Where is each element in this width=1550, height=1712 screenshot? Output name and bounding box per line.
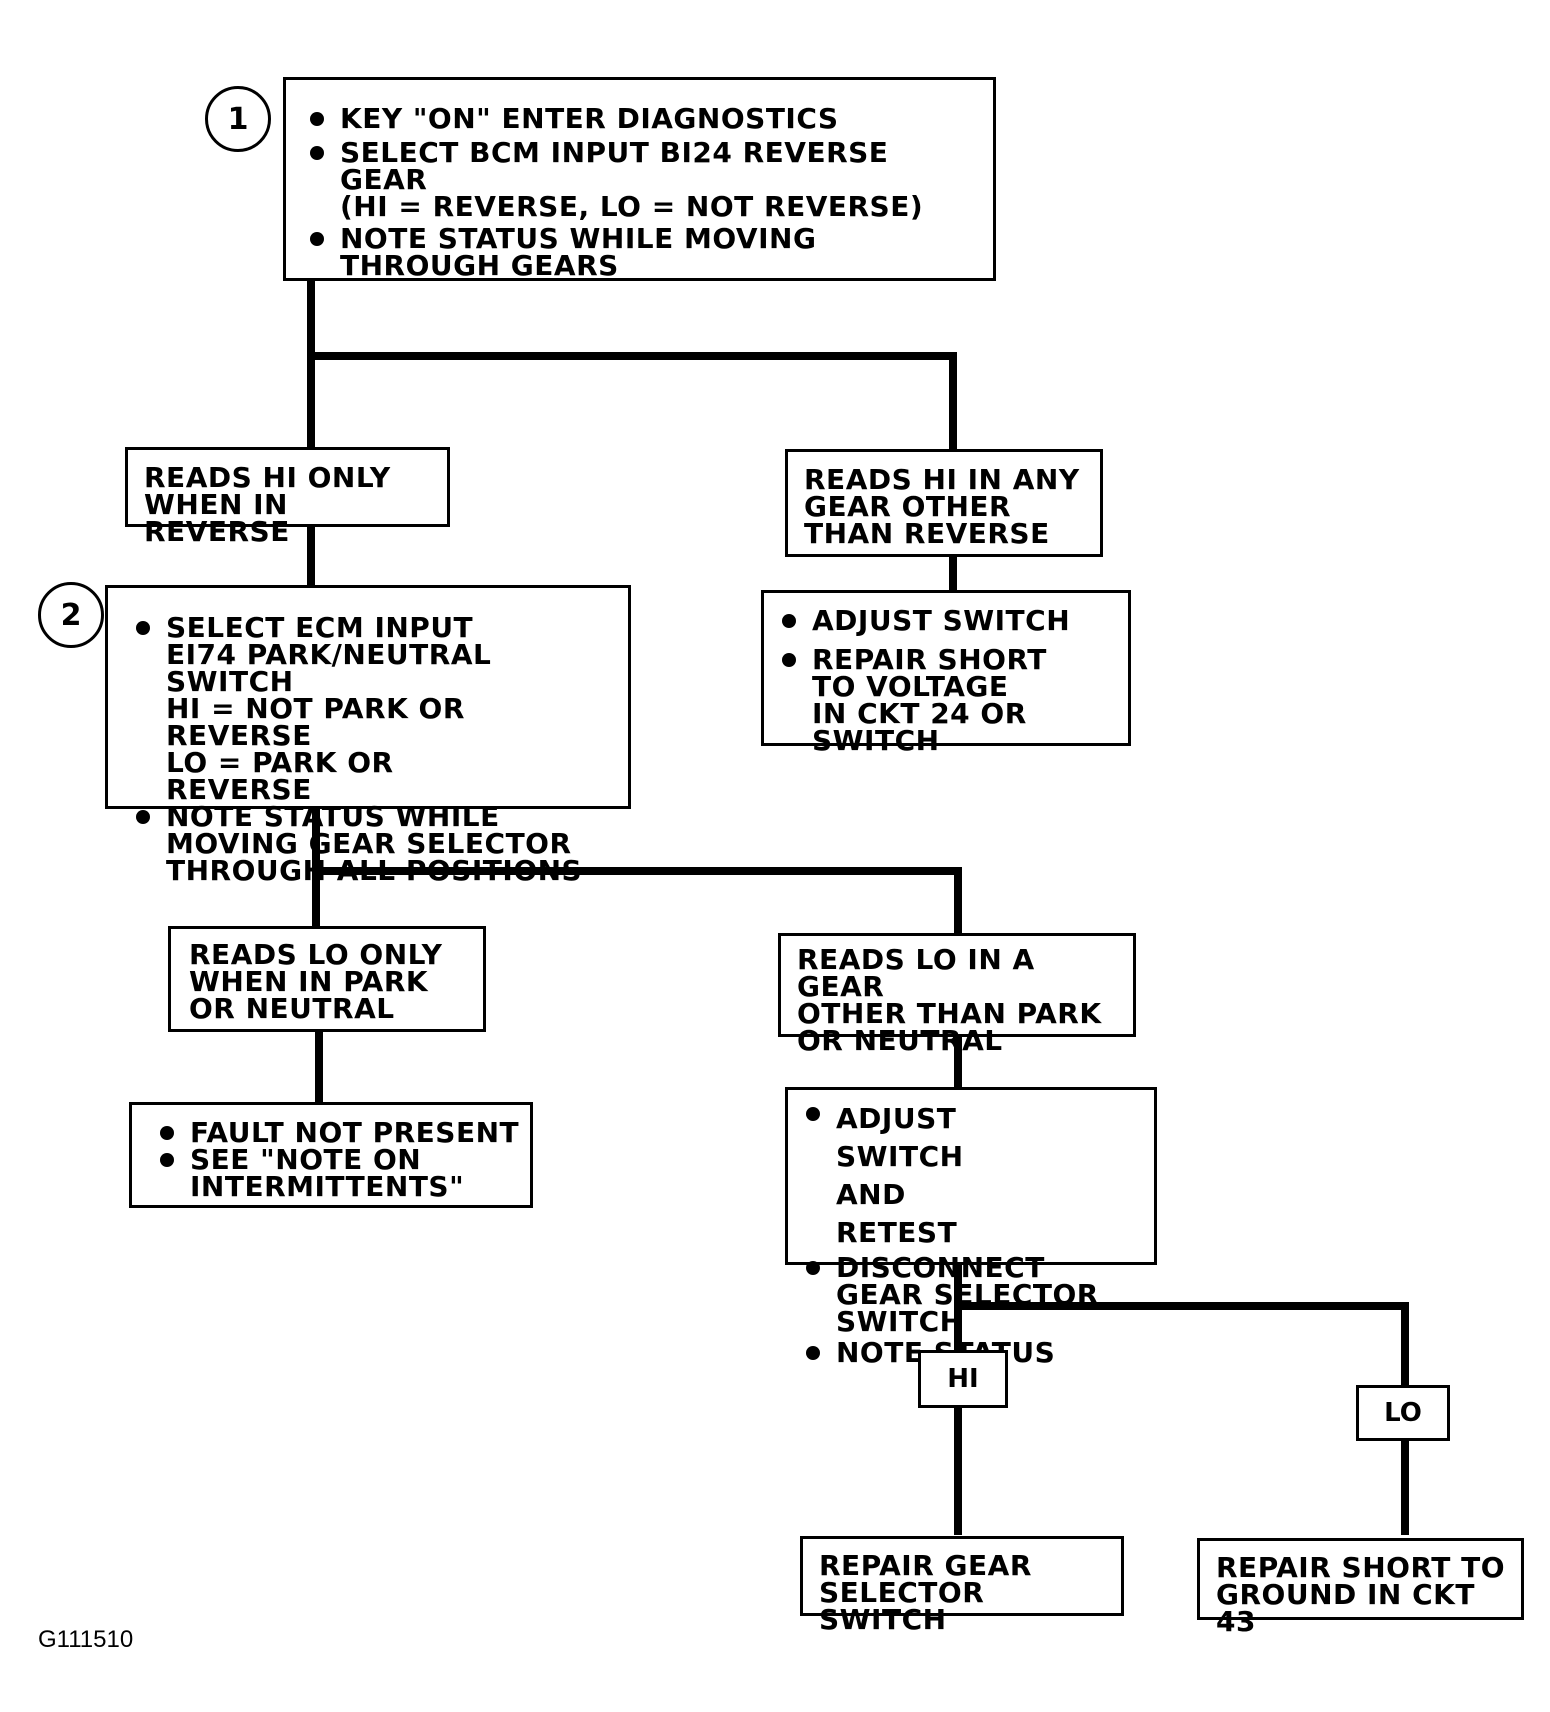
result-lo-box: REPAIR SHORT TO GROUND IN CKT 43 (1197, 1538, 1524, 1636)
connector-2-horizontal (312, 867, 962, 875)
branch-1-left-line: READS HI ONLY (144, 461, 391, 494)
action-1-right-list: ADJUST SWITCH REPAIR SHORT TO VOLTAGE IN… (776, 607, 1118, 755)
result-lo-line: GROUND IN CKT 43 (1216, 1578, 1475, 1638)
connector-3-horizontal (954, 1302, 1409, 1310)
step-1-item-text: SELECT BCM INPUT BI24 REVERSE GEAR (340, 136, 889, 196)
step-1-box: KEY "ON" ENTER DIAGNOSTICS SELECT BCM IN… (283, 77, 996, 281)
result-hi-line: SELECTOR SWITCH (819, 1576, 985, 1636)
step-1-note: (HI = REVERSE, LO = NOT REVERSE) (340, 190, 924, 223)
figure-id: G111510 (38, 1626, 134, 1653)
step-2-box: SELECT ECM INPUT EI74 PARK/NEUTRAL SWITC… (105, 585, 631, 885)
action-2-right-item: ADJUST SWITCH AND RETEST (800, 1100, 1146, 1252)
step-2-item-text: SELECT ECM INPUT EI74 PARK/NEUTRAL SWITC… (166, 611, 492, 698)
connector-2-right-down (954, 867, 962, 937)
branch-2-right-box: READS LO IN A GEAR OTHER THAN PARK OR NE… (778, 933, 1136, 1055)
connector-2-right-to-action (954, 1035, 962, 1091)
result-label-hi-text: HI (947, 1364, 979, 1394)
branch-2-left-box: READS LO ONLY WHEN IN PARK OR NEUTRAL (168, 926, 486, 1032)
connector-left-to-step2 (307, 522, 315, 590)
branch-2-left-line: WHEN IN PARK (189, 965, 429, 998)
branch-1-left-box: READS HI ONLY WHEN IN REVERSE (125, 447, 450, 546)
step-2-number: 2 (38, 582, 104, 648)
branch-1-left-line: WHEN IN REVERSE (144, 488, 290, 548)
step-1-list: KEY "ON" ENTER DIAGNOSTICS SELECT BCM IN… (304, 105, 983, 280)
action-1-right-item: REPAIR SHORT TO VOLTAGE IN CKT 24 OR SWI… (776, 646, 1118, 755)
action-2-left-item: FAULT NOT PRESENT (154, 1119, 520, 1147)
result-label-lo-text: LO (1384, 1398, 1422, 1428)
branch-2-left-line: OR NEUTRAL (189, 992, 395, 1025)
action-1-right-item: ADJUST SWITCH (776, 607, 1118, 635)
branch-1-right-line: GEAR OTHER (804, 490, 1012, 523)
branch-2-left-line: READS LO ONLY (189, 938, 443, 971)
connector-1-down (307, 277, 315, 452)
connector-1-right-down (949, 352, 957, 454)
action-2-right-list: ADJUST SWITCH AND RETEST DISCONNECT GEAR… (800, 1100, 1146, 1367)
connector-2-left-to-action (315, 1030, 323, 1106)
step-1-item: KEY "ON" ENTER DIAGNOSTICS (304, 105, 983, 133)
step-2-number-text: 2 (60, 597, 82, 633)
branch-1-right-box: READS HI IN ANY GEAR OTHER THAN REVERSE (785, 449, 1103, 557)
branch-2-right-line: OTHER THAN PARK (797, 997, 1102, 1030)
result-label-lo: LO (1356, 1385, 1450, 1441)
connector-hi-to-result (954, 1405, 962, 1535)
step-2-item: NOTE STATUS WHILE MOVING GEAR SELECTOR T… (130, 803, 620, 885)
step-2-sub: LO = PARK OR REVERSE (166, 746, 394, 806)
step-2-sub: HI = NOT PARK OR REVERSE (166, 692, 465, 752)
connector-right-to-action1 (949, 556, 957, 594)
branch-2-right-line: READS LO IN A GEAR (797, 943, 1035, 1003)
action-2-left-item: SEE "NOTE ON INTERMITTENTS" (154, 1146, 520, 1201)
branch-2-right-line: OR NEUTRAL (797, 1024, 1003, 1057)
action-2-left-box: FAULT NOT PRESENT SEE "NOTE ON INTERMITT… (129, 1102, 533, 1208)
action-1-right-box: ADJUST SWITCH REPAIR SHORT TO VOLTAGE IN… (761, 590, 1131, 755)
step-1-item: NOTE STATUS WHILE MOVING THROUGH GEARS (304, 225, 983, 280)
action-2-right-item: DISCONNECT GEAR SELECTOR SWITCH (800, 1254, 1146, 1336)
step-2-item: SELECT ECM INPUT EI74 PARK/NEUTRAL SWITC… (130, 611, 620, 806)
branch-1-right-line: THAN REVERSE (804, 517, 1050, 550)
connector-3-right-down (1401, 1302, 1409, 1390)
action-2-right-box: ADJUST SWITCH AND RETEST DISCONNECT GEAR… (785, 1087, 1157, 1367)
result-hi-line: REPAIR GEAR (819, 1549, 1032, 1582)
step-2-list: SELECT ECM INPUT EI74 PARK/NEUTRAL SWITC… (130, 611, 620, 885)
step-1-number-text: 1 (227, 101, 249, 137)
step-1-number: 1 (205, 86, 271, 152)
step-1-item: SELECT BCM INPUT BI24 REVERSE GEAR (HI =… (304, 136, 983, 223)
result-lo-line: REPAIR SHORT TO (1216, 1551, 1505, 1584)
branch-1-right-line: READS HI IN ANY (804, 463, 1080, 496)
action-2-left-list: FAULT NOT PRESENT SEE "NOTE ON INTERMITT… (154, 1119, 520, 1201)
result-hi-box: REPAIR GEAR SELECTOR SWITCH (800, 1536, 1124, 1634)
result-label-hi: HI (918, 1350, 1008, 1408)
connector-1-horizontal (307, 352, 957, 360)
connector-lo-to-result (1401, 1437, 1409, 1535)
